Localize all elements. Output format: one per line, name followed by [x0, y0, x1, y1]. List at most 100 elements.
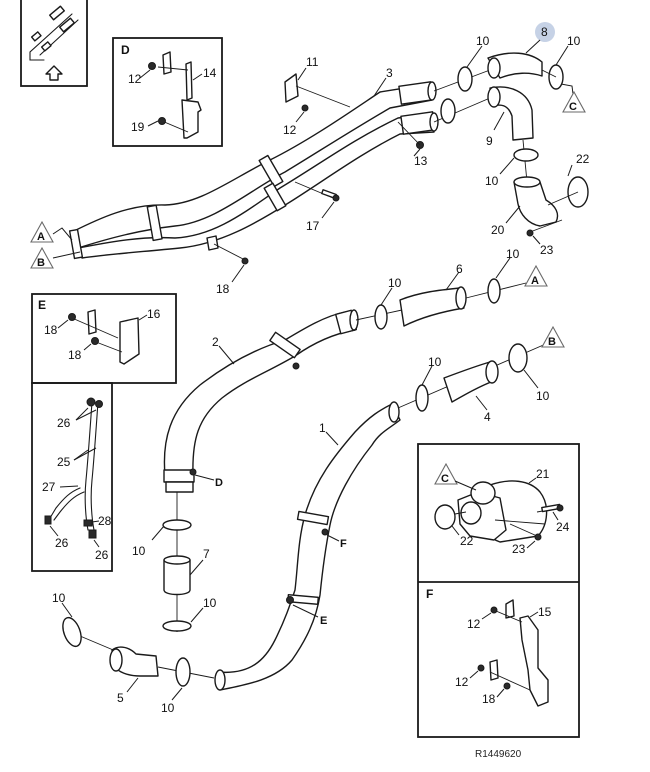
connection-ref-b-right: B — [541, 325, 565, 348]
callout-13: 13 — [414, 154, 428, 168]
connection-ref-a-right: A — [524, 264, 548, 287]
detail-e-letter: E — [38, 298, 46, 312]
sleeve-7-drawing — [163, 559, 191, 596]
detail-view-hoses: 26 25 27 28 26 26 — [31, 382, 113, 572]
svg-text:B: B — [548, 336, 556, 348]
clip-icon — [292, 362, 300, 370]
callout-h-26-right: 26 — [95, 548, 109, 562]
callout-8-highlight — [535, 22, 555, 42]
callout-10-mid-top-right: 10 — [506, 247, 520, 261]
callout-e-18-lower: 18 — [68, 348, 82, 362]
hose-8-drawing — [487, 52, 543, 79]
callout-5: 5 — [117, 691, 124, 705]
callout-11: 11 — [306, 55, 319, 69]
bolt-23-icon — [534, 533, 542, 541]
orientation-key — [20, 0, 88, 87]
callout-10-hose5-right: 10 — [161, 701, 175, 715]
callout-4: 4 — [484, 410, 491, 424]
detail-view-f: F 12 15 12 18 — [426, 587, 552, 707]
callout-e-16: 16 — [147, 307, 161, 321]
detail-view-e: E 18 18 16 — [31, 293, 177, 384]
nut-12-icon — [301, 104, 309, 112]
svg-text:C: C — [569, 101, 577, 113]
detail-hoses-frame — [31, 382, 113, 572]
callout-f-15: 15 — [538, 605, 552, 619]
fitting-26-icon — [95, 400, 103, 408]
detail-view-d: D 12 14 19 — [112, 37, 223, 147]
callout-18: 18 — [216, 282, 230, 296]
tube-2-group — [163, 309, 359, 493]
clamp-10-icon — [374, 304, 388, 330]
callout-f-18: 18 — [482, 692, 496, 706]
detail-d-letter: D — [121, 43, 130, 57]
fitting-26-icon — [88, 529, 97, 539]
callout-8[interactable]: 8 — [541, 25, 548, 39]
bolt-23-icon — [526, 229, 534, 237]
callout-10-mid-right: 10 — [485, 174, 499, 188]
connection-ref-b-left: B — [30, 246, 81, 269]
clamp-10-icon — [508, 343, 528, 373]
nut-12-icon — [490, 606, 498, 614]
callout-h-26-top: 26 — [57, 416, 71, 430]
callout-e-18-upper: 18 — [44, 323, 58, 337]
orientation-key-frame — [20, 0, 88, 87]
fitting-26-icon — [86, 397, 96, 407]
callout-10-tube4-right: 10 — [536, 389, 550, 403]
bracket-14-drawing — [157, 51, 202, 139]
callout-9: 9 — [486, 134, 493, 148]
bolt-18-icon — [503, 682, 511, 690]
callout-10-sleeve-bottom: 10 — [203, 596, 217, 610]
detail-view-c: C 21 22 23 24 — [417, 443, 580, 738]
hose-8-group — [433, 52, 589, 237]
drawing-number: R1449620 — [475, 749, 522, 760]
up-arrow-icon — [45, 65, 63, 81]
callout-k-22: 22 — [460, 534, 474, 548]
detail-cf-frame — [417, 443, 580, 738]
vehicle-orientation-arrow-icon — [29, 5, 79, 61]
callout-k-24: 24 — [556, 520, 570, 534]
callout-20: 20 — [491, 223, 505, 237]
nut-12-icon — [477, 664, 485, 672]
callout-10-top-right: 10 — [567, 34, 581, 48]
connection-ref-c-detail-triangle — [434, 462, 458, 485]
callout-1: 1 — [319, 421, 326, 435]
detail-d-frame — [112, 37, 223, 147]
bolt-18-icon — [91, 337, 99, 345]
bolt-24-icon — [556, 504, 564, 512]
o-ring-22-icon — [434, 504, 456, 530]
callout-2: 2 — [212, 335, 219, 349]
clamp-10-icon — [62, 616, 82, 648]
clip-icon — [189, 468, 197, 476]
svg-text:B: B — [37, 257, 45, 269]
bolt-18-icon — [241, 257, 249, 265]
callout-f-12-upper: 12 — [467, 617, 481, 631]
callout-17: 17 — [306, 219, 320, 233]
clamp-10-icon — [457, 66, 473, 92]
connection-ref-d: D — [215, 477, 223, 489]
clamp-10-icon — [175, 657, 191, 687]
clamp-10-icon — [513, 148, 539, 162]
callout-h-27: 27 — [42, 480, 56, 494]
connection-ref-e: E — [320, 615, 327, 627]
clamp-10-icon — [162, 519, 192, 531]
callout-k-23: 23 — [512, 542, 526, 556]
callout-k-21: 21 — [536, 467, 550, 481]
callout-22: 22 — [576, 152, 590, 166]
hose-25-drawing — [49, 401, 99, 531]
clamp-10-icon — [415, 384, 429, 412]
callout-12: 12 — [283, 123, 297, 137]
callout-10-hose5-left: 10 — [52, 591, 66, 605]
bolt-19-icon — [158, 117, 166, 125]
detail-f-letter: F — [426, 587, 433, 601]
clip-icon — [321, 528, 329, 536]
callout-d-19: 19 — [131, 120, 145, 134]
svg-text:A: A — [37, 231, 45, 243]
callout-3: 3 — [386, 66, 393, 80]
tube-1-group — [214, 401, 401, 691]
tube-assembly-3 — [68, 73, 439, 265]
svg-text:A: A — [531, 275, 539, 287]
callout-f-12-lower: 12 — [455, 675, 469, 689]
connection-ref-c-detail: C — [441, 473, 449, 485]
